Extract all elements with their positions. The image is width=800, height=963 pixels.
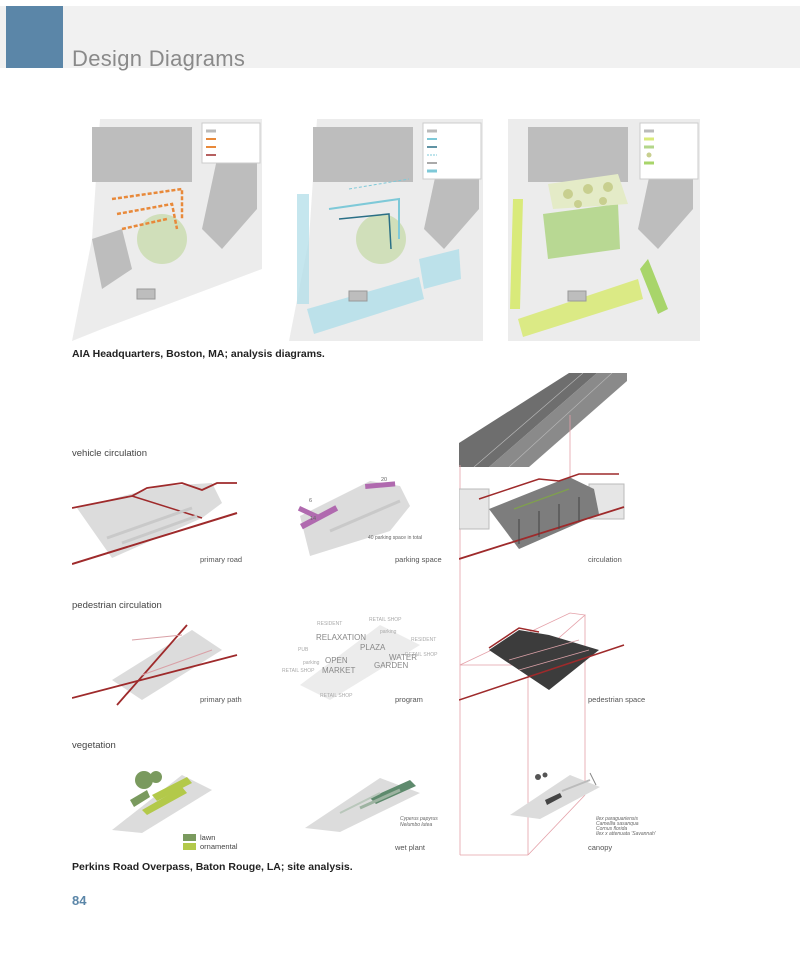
header-band: [0, 6, 800, 68]
aia-diagram-3: [508, 119, 700, 341]
diagram-wet-plant: [300, 768, 440, 833]
legend-label-lawn: lawn: [200, 833, 216, 842]
page-title: Design Diagrams: [72, 46, 246, 71]
label-program: program: [395, 695, 423, 704]
section-vegetation: vegetation: [72, 740, 116, 751]
diagram-vegetation: [112, 765, 227, 835]
program-retail-d: RETAIL SHOP: [320, 693, 353, 699]
program-parking-b: parking: [303, 660, 320, 666]
label-canopy: canopy: [588, 843, 613, 852]
program-market: MARKET: [322, 666, 356, 675]
parking-count-20: 20: [381, 477, 388, 483]
parking-count-6: 6: [309, 498, 313, 504]
diagram-program: [290, 615, 440, 705]
program-open: OPEN: [325, 656, 348, 665]
program-pub: PUB: [298, 647, 309, 653]
label-pedestrian-space: pedestrian space: [588, 695, 646, 704]
program-retail-a: RETAIL SHOP: [369, 617, 402, 623]
legend-swatch-lawn: [183, 834, 196, 841]
canopy-species-2: Camellia sasanqua: [596, 821, 639, 827]
aia-caption: AIA Headquarters, Boston, MA; analysis d…: [72, 348, 325, 360]
page-number: 84: [72, 893, 87, 908]
program-resident-a: RESIDENT: [317, 621, 343, 627]
label-circulation: circulation: [588, 555, 622, 564]
program-plaza: PLAZA: [360, 643, 386, 652]
label-wet-plant: wet plant: [395, 843, 426, 852]
diagram-pedestrian-space: [459, 620, 627, 705]
diagram-primary-path: [72, 620, 242, 710]
legend-label-ornamental: ornamental: [200, 842, 238, 851]
program-resident-b: RESIDENT: [411, 637, 437, 643]
aia-diagram-1: [72, 119, 262, 341]
perkins-caption: Perkins Road Overpass, Baton Rouge, LA; …: [72, 861, 353, 873]
program-parking-a: parking: [380, 629, 397, 635]
aia-diagram-2: [289, 119, 483, 341]
program-garden: GARDEN: [374, 661, 409, 670]
wet-plant-species-2: Nelumbo lutea: [400, 822, 433, 828]
road-perspective: [459, 373, 627, 467]
legend-swatch-ornamental: [183, 843, 196, 850]
program-retail-c: RETAIL SHOP: [282, 668, 315, 674]
label-primary-path: primary path: [200, 695, 242, 704]
label-primary-road: primary road: [200, 555, 243, 564]
wet-plant-species-1: Cyperus papyrus: [400, 816, 438, 822]
section-vehicle-circulation: vehicle circulation: [72, 448, 147, 459]
canopy-species-4: Ilex x attenuata 'Savannah': [596, 831, 656, 837]
program-water: WATER: [389, 653, 417, 662]
header-accent-square: [6, 6, 63, 68]
parking-note: 40 parking space in total: [368, 535, 423, 541]
label-parking-space: parking space: [395, 555, 442, 564]
diagram-parking-space: [270, 476, 440, 566]
diagram-circulation: [459, 469, 627, 565]
canopy-species-1: Ilex paraguariensis: [596, 816, 638, 822]
section-pedestrian-circulation: pedestrian circulation: [72, 600, 162, 611]
diagram-canopy: [500, 765, 610, 820]
parking-count-14: 14: [310, 516, 317, 522]
program-relaxation: RELAXATION: [316, 633, 367, 642]
diagram-primary-road: [72, 478, 242, 568]
canopy-species-3: Cornus florida: [596, 826, 628, 832]
program-retail-b: RETAIL SHOP: [405, 652, 438, 658]
